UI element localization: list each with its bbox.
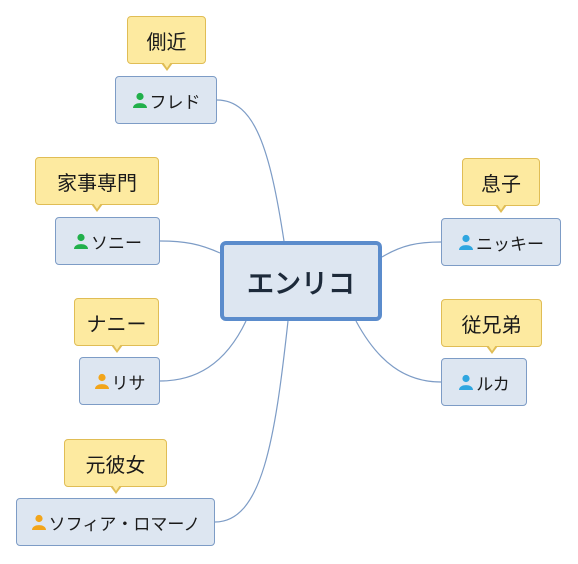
- topic-fred[interactable]: フレド: [115, 76, 217, 124]
- note-lisa[interactable]: ナニー: [74, 298, 159, 353]
- note-sofia[interactable]: 元彼女: [64, 439, 167, 494]
- person-blue-icon: [459, 374, 474, 390]
- person-green-icon: [132, 92, 147, 108]
- topic-sonny[interactable]: ソニー: [55, 217, 160, 265]
- person-blue-icon: [459, 234, 473, 250]
- topic-label: リサ: [111, 373, 146, 394]
- connector-sonny: [159, 240, 221, 254]
- connector-lisa: [159, 320, 247, 382]
- person-orange-icon: [94, 373, 109, 389]
- topic-sofia[interactable]: ソフィア・ロマーノ: [16, 498, 215, 546]
- connector-fred: [216, 99, 285, 242]
- topic-label: ニッキー: [476, 234, 544, 255]
- topic-luca[interactable]: ルカ: [441, 358, 527, 406]
- connector-luca: [355, 320, 442, 383]
- topic-lisa[interactable]: リサ: [79, 357, 160, 405]
- note-luca[interactable]: 従兄弟: [441, 299, 542, 354]
- central-topic[interactable]: エンリコ: [220, 241, 382, 321]
- topic-nicky[interactable]: ニッキー: [441, 218, 561, 266]
- note-sonny[interactable]: 家事専門: [35, 157, 159, 212]
- person-green-icon: [74, 233, 88, 249]
- connector-nicky: [381, 241, 442, 258]
- topic-label: フレド: [149, 92, 201, 113]
- topic-label: ルカ: [476, 374, 510, 395]
- connector-sofia: [214, 320, 289, 523]
- topic-label: ソフィア・ロマーノ: [48, 514, 201, 535]
- note-fred[interactable]: 側近: [127, 16, 206, 71]
- topic-label: ソニー: [91, 233, 142, 254]
- note-nicky[interactable]: 息子: [462, 158, 540, 213]
- person-orange-icon: [31, 514, 46, 530]
